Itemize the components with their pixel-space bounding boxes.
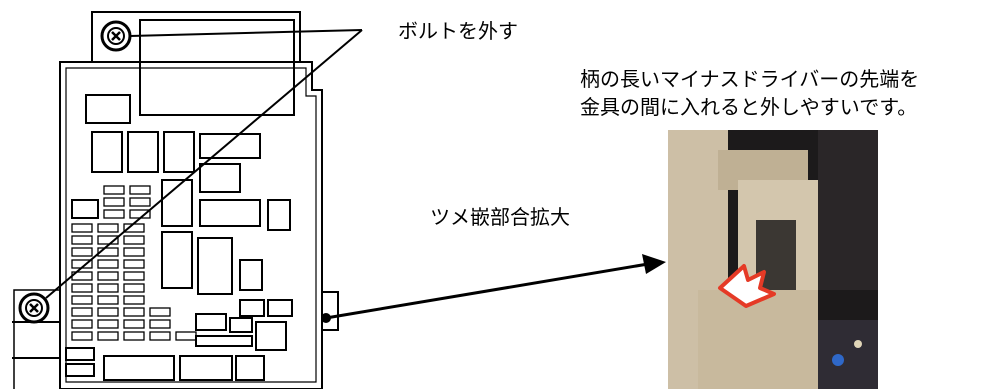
relay-slot (85, 94, 131, 124)
pointer-arrow-icon (321, 254, 666, 323)
left-bolt-tab (13, 289, 60, 389)
red-hint-arrow-icon (718, 264, 776, 308)
left-bolt-bracket (12, 321, 61, 359)
relay-slot (65, 363, 95, 377)
relay-slot (199, 199, 261, 227)
relay-slot (199, 133, 261, 159)
relay-slot (195, 313, 227, 331)
relay-slot (163, 131, 195, 173)
claw-enlarged-callout: ツメ嵌部合拡大 (430, 205, 570, 229)
fuse-box-body (59, 61, 323, 389)
bolt-icon (100, 20, 132, 52)
bolt-icon (18, 292, 50, 324)
relay-slot (197, 237, 233, 295)
relay-slot (71, 199, 99, 219)
relay-slot (255, 321, 287, 351)
relay-slot (179, 355, 233, 381)
relay-slot (267, 199, 291, 231)
tip-text-line1: 柄の長いマイナスドライバーの先端を (580, 67, 920, 91)
bolt-leader-lines (45, 29, 363, 299)
relay-slot (239, 259, 263, 291)
relay-slot (161, 179, 193, 227)
fuse-box-outline (12, 11, 339, 389)
tip-text-line2: 金具の間に入れると外しやすいです。 (580, 95, 918, 119)
fuse-rows (71, 185, 197, 341)
relay-slot (91, 131, 123, 173)
bolt-remove-callout: ボルトを外す (398, 19, 518, 43)
fuse-box-inner-outline (65, 67, 317, 383)
leader-line-left-bolt (45, 29, 363, 299)
leader-line-top-bolt (129, 29, 363, 37)
relay-slot (267, 299, 293, 317)
relay-slot (127, 131, 159, 173)
relay-slot (199, 163, 241, 193)
side-clip (322, 291, 339, 331)
relay-slot (65, 347, 95, 361)
relay-slot (161, 231, 193, 289)
relay-slot (229, 317, 253, 333)
relay-slot (103, 355, 175, 381)
relay-slot (239, 299, 265, 317)
cover-recess (139, 19, 295, 116)
clip-photo-drawing (668, 130, 878, 389)
relay-slot (235, 355, 265, 381)
clip-closeup-photo (668, 130, 878, 389)
relay-slot (195, 335, 253, 347)
